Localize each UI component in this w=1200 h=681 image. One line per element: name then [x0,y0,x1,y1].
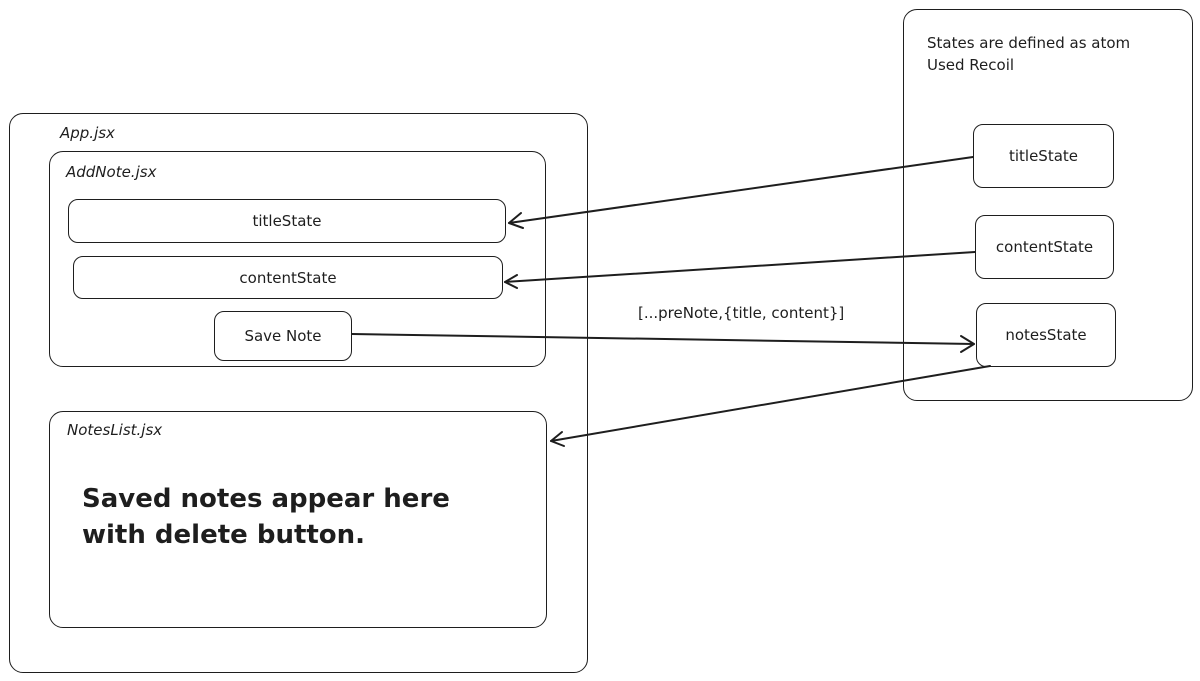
notes-list-container [49,411,547,628]
notes-list-message-line1: Saved notes appear here [82,484,450,514]
notes-state-node: notesState [976,303,1116,367]
save-note-button[interactable]: Save Note [214,311,352,361]
title-field[interactable]: titleState [68,199,506,243]
notes-list-message-line2: with delete button. [82,520,366,550]
states-note-line2: Used Recoil [927,56,1015,74]
arrow-label: [...preNote,{title, content}] [638,304,845,322]
states-note-line1: States are defined as atom [927,34,1131,52]
notes-list-title: NotesList.jsx [67,421,163,439]
add-note-title: AddNote.jsx [66,163,157,181]
title-state-node: titleState [973,124,1114,188]
app-title: App.jsx [60,124,115,142]
content-state-node: contentState [975,215,1114,279]
content-field[interactable]: contentState [73,256,503,299]
